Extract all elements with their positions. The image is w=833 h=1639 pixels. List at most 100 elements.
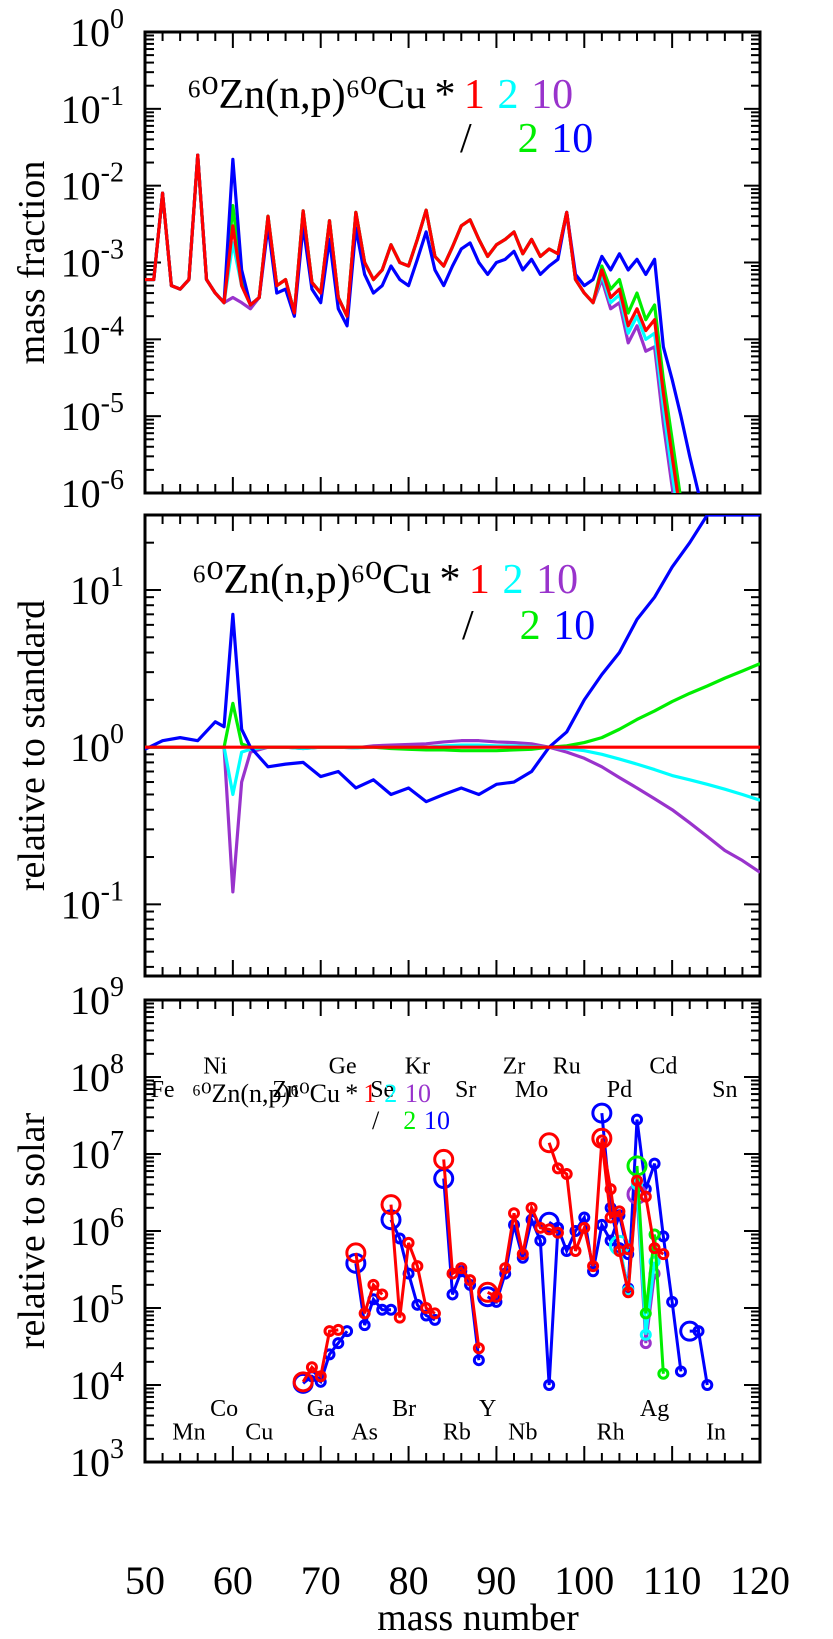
y-tick-label: 101 <box>70 562 124 613</box>
abundance-point-x1 <box>648 1242 661 1255</box>
element-label: Rh <box>597 1419 625 1445</box>
abundance-point-d10 <box>666 1295 679 1308</box>
abundance-point-x1 <box>587 1260 600 1273</box>
abundance-line-x1 <box>486 1202 559 1299</box>
plot-frame <box>143 513 762 978</box>
abundance-point-x1 <box>560 1167 573 1180</box>
abundance-point-d10 <box>534 1234 547 1247</box>
abundance-marks <box>292 1102 714 1394</box>
abundance-point-d2 <box>648 1228 661 1241</box>
series-line-d10 <box>145 515 760 804</box>
y-tick-label: 109 <box>70 972 124 1023</box>
abundance-point-x1 <box>428 1307 441 1320</box>
abundance-point-d10 <box>701 1379 714 1391</box>
abundance-point-x1 <box>551 1162 564 1175</box>
y-tick-label: 104 <box>70 1357 124 1408</box>
y-tick-label: 10-1 <box>61 876 124 927</box>
abundance-line-x1 <box>442 1159 481 1349</box>
series-lines <box>145 153 701 493</box>
abundance-point-d10 <box>679 1320 701 1342</box>
abundance-point-x1 <box>508 1207 520 1220</box>
abundance-point-x1 <box>314 1370 327 1383</box>
element-label: As <box>351 1419 378 1445</box>
element-label: In <box>706 1419 726 1445</box>
element-label: Mo <box>515 1077 548 1103</box>
element-label: Nb <box>508 1419 537 1445</box>
abundance-point-x1 <box>490 1290 503 1303</box>
abundance-point-d10 <box>446 1288 459 1301</box>
abundance-point-x1 <box>345 1242 367 1264</box>
element-label: Ni <box>203 1054 227 1080</box>
element-label: Co <box>210 1396 238 1422</box>
element-label: Mn <box>172 1419 205 1445</box>
abundance-line-x1 <box>600 1138 665 1293</box>
abundance-point-d10 <box>472 1354 485 1367</box>
abundance-point-d10 <box>631 1113 643 1126</box>
abundance-point-d10 <box>332 1337 345 1350</box>
abundance-point-d10 <box>648 1157 661 1170</box>
abundance-point-x1 <box>631 1174 643 1187</box>
y-tick-label: 103 <box>70 1434 124 1485</box>
abundance-point-d10 <box>587 1265 600 1278</box>
series-line-d10 <box>145 153 701 493</box>
abundance-point-x1 <box>472 1342 485 1355</box>
element-label: Ga <box>307 1396 335 1422</box>
element-label: Ge <box>329 1054 357 1080</box>
abundance-point-d10 <box>428 1313 441 1326</box>
y-tick-label: 100 <box>70 4 124 55</box>
y-tick-label: 10-1 <box>61 81 124 132</box>
abundance-point-d10 <box>591 1102 613 1124</box>
abundance-point-d10 <box>393 1232 406 1245</box>
series-line-d2 <box>145 662 760 753</box>
series-line-x10 <box>145 739 760 894</box>
x-tick-label: 60 <box>213 1558 253 1603</box>
abundance-point-x1 <box>305 1361 318 1374</box>
abundance-point-x1 <box>358 1307 371 1320</box>
abundance-line-d2 <box>635 1165 665 1374</box>
abundance-point-x1 <box>516 1248 529 1261</box>
element-label: Cd <box>649 1054 677 1080</box>
y-tick-label: 10-4 <box>61 311 124 362</box>
element-label: Zn <box>272 1077 299 1103</box>
y-tick-label: 107 <box>70 1126 124 1177</box>
abundance-point-x1 <box>551 1226 564 1239</box>
x-tick-label: 100 <box>554 1558 614 1603</box>
element-label: Zr <box>503 1054 526 1080</box>
abundance-point-x1 <box>332 1323 345 1336</box>
abundance-point-x1 <box>464 1274 477 1287</box>
element-label: Fe <box>151 1077 175 1103</box>
abundance-point-x1 <box>657 1248 670 1261</box>
x-tick-label: 80 <box>389 1558 429 1603</box>
abundance-point-d10 <box>358 1319 371 1332</box>
element-label: Cu <box>245 1419 273 1445</box>
x-axis-title: mass number <box>377 1597 579 1639</box>
element-label: Y <box>479 1396 496 1422</box>
x-tick-label: 120 <box>730 1558 790 1603</box>
abundance-point-x1 <box>292 1371 314 1393</box>
y-axis-title: relative to standard <box>11 600 53 891</box>
abundance-point-x1 <box>639 1190 652 1203</box>
abundance-point-d2 <box>657 1367 670 1380</box>
y-tick-label: 10-2 <box>61 158 124 209</box>
abundance-point-x1 <box>591 1127 613 1149</box>
abundance-point-x1 <box>420 1302 433 1314</box>
y-tick-label: 108 <box>70 1049 124 1100</box>
y-tick-label: 10-5 <box>61 388 124 439</box>
abundance-point-x1 <box>393 1311 406 1324</box>
abundance-point-x1 <box>376 1288 389 1301</box>
abundance-point-x1 <box>455 1262 468 1275</box>
x-tick-label: 110 <box>643 1558 702 1603</box>
element-label: Rb <box>443 1419 471 1445</box>
abundance-point-d10 <box>692 1325 705 1338</box>
y-axis-title: relative to solar <box>11 1112 53 1349</box>
y-tick-label: 106 <box>70 1203 124 1254</box>
abundance-point-x1 <box>525 1201 538 1214</box>
abundance-point-x1 <box>367 1278 380 1291</box>
y-axis-title: mass fraction <box>11 161 53 365</box>
